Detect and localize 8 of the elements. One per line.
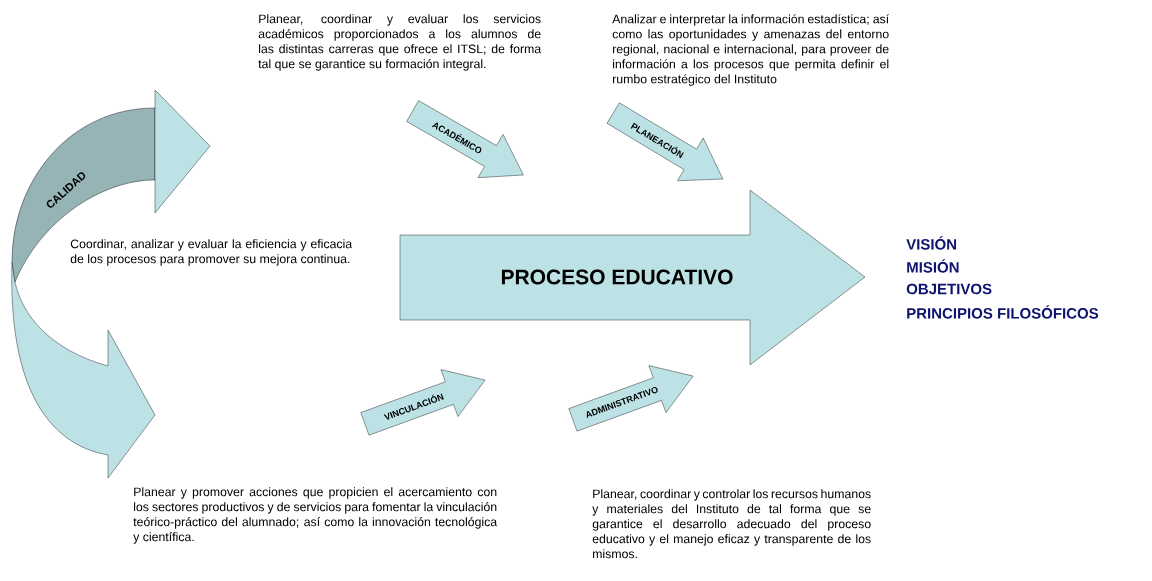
- paragraph: Planear, coordinar y controlar los recursos humanos y materiales del Instituto de tal forma que se garantice el desarrollo adecuado del proceso educativo y el manejo eficaz y transparente de los mismos.: [592, 489, 871, 559]
- paragraph: Planear, coordinar y evaluar los servicios académicos proporcionados a los alumnos de las distintas carreras que ofrece el ITSL; de forma tal que se garantice su formación integral.: [258, 14, 542, 71]
- paragraph: Planear y promover acciones que propicien el acercamiento con los sectores productivos y de servicios para fomentar la vinculación teórico-práctico del alumnado; así como la innovación tecnológica y científica.: [133, 487, 498, 544]
- goal-label: VISIÓN: [906, 236, 957, 250]
- goal-label: MISIÓN: [907, 259, 959, 273]
- paragraph: Analizar e interpretar la información estadística; así como las oportunidades y amenazas del entorno regional, nacional e internacional, para proveer de información a los procesos que permita definir el rumbo estratégico del Instituto: [612, 14, 890, 86]
- goal-label: PRINCIPIOS FILOSÓFICOS: [907, 305, 1099, 319]
- goal-label: OBJETIVOS: [906, 283, 992, 295]
